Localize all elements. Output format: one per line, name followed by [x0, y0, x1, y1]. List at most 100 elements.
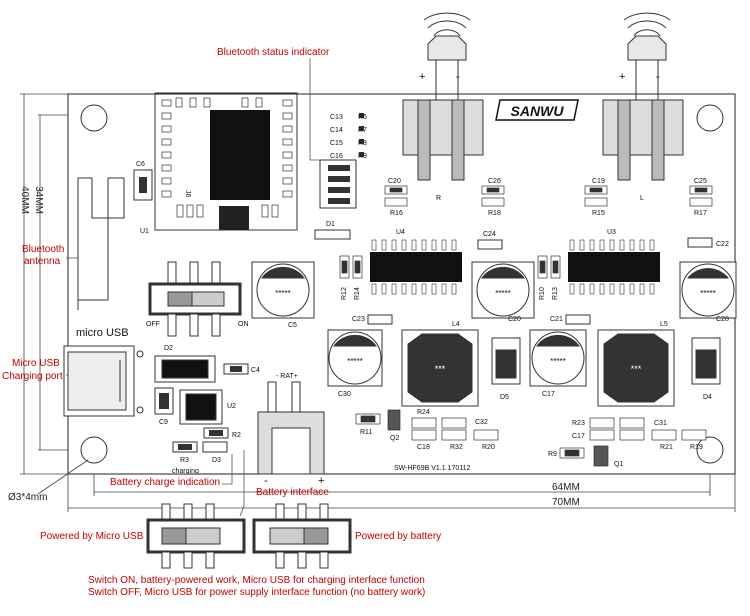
- speaker-connector-r: [402, 99, 484, 181]
- label-c28: C28: [716, 316, 729, 323]
- label-r8: R8: [358, 140, 367, 147]
- diode-d4: [691, 337, 721, 385]
- svg-text:*****: *****: [347, 357, 363, 366]
- label-r6: R6: [358, 114, 367, 121]
- power-switch-top: [148, 261, 242, 337]
- label-u2: U2: [227, 403, 236, 410]
- led-d3: [202, 441, 228, 453]
- sanwu-logo: SANWU: [495, 99, 579, 121]
- label-on: ON: [238, 321, 249, 328]
- annot-usb-port-2: Charging port: [2, 371, 63, 382]
- cap-c23: [367, 314, 393, 325]
- status-indicator-group: [319, 113, 364, 209]
- svg-text:*****: *****: [495, 289, 511, 298]
- annot-bt-status: Bluetooth status indicator: [217, 47, 330, 58]
- annot-bt-antenna-2: antenna: [24, 256, 61, 267]
- label-r9b: R9: [548, 451, 557, 458]
- label-c13: C13: [330, 114, 343, 121]
- label-c17b: C17: [572, 433, 585, 440]
- dimension-lines: [20, 93, 736, 512]
- label-r15: R15: [592, 210, 605, 217]
- smd-group-bottom-left: [355, 409, 499, 441]
- label-R: R: [436, 195, 441, 202]
- label-d2: D2: [164, 345, 173, 352]
- label-c15: C15: [330, 140, 343, 147]
- label-c31: C31: [654, 420, 667, 427]
- annot-note-off: Switch OFF, Micro USB for power supply i…: [88, 587, 425, 598]
- switch-usb-position: [146, 503, 246, 569]
- label-c6: C6: [136, 161, 145, 168]
- label-r12: R12: [341, 287, 348, 300]
- annot-battery-charge: Battery charge indication: [110, 477, 220, 488]
- battery-connector: [257, 381, 325, 475]
- svg-text:*****: *****: [550, 357, 566, 366]
- cap-c22: [687, 237, 713, 248]
- label-r16: R16: [390, 210, 403, 217]
- dim-34mm: 34MM: [33, 186, 44, 214]
- label-charging: charging: [172, 468, 199, 475]
- diode-d2: [154, 355, 216, 383]
- annot-usb-port-1: Micro USB: [12, 358, 60, 369]
- label-off: OFF: [146, 321, 160, 328]
- dim-40mm: 40MM: [19, 186, 30, 214]
- label-r20: R20: [482, 444, 495, 451]
- diode-d1: [314, 229, 351, 240]
- label-c23: C23: [352, 316, 365, 323]
- speaker-right-icon: [423, 12, 471, 100]
- cap-c9-body: [159, 393, 169, 409]
- speaker-r-minus: -: [456, 71, 460, 83]
- amplifier-ic-u3: [568, 239, 660, 295]
- smd-group-top: [384, 185, 713, 207]
- label-rat: - RAT+: [276, 373, 298, 380]
- label-c18: C18: [417, 444, 430, 451]
- label-c24: C24: [483, 231, 496, 238]
- label-d1: D1: [326, 221, 335, 228]
- capacitor-c28: *****: [679, 261, 737, 319]
- capacitor-c5: *****: [251, 261, 315, 319]
- dim-hole: Ø3*4mm: [8, 492, 47, 503]
- speaker-r-plus: +: [419, 71, 425, 83]
- capacitor-c20: *****: [471, 261, 535, 319]
- label-r10: R10: [539, 287, 546, 300]
- speaker-l-minus: -: [656, 71, 660, 83]
- annot-powered-usb: Powered by Micro USB: [40, 531, 144, 542]
- label-c26: C26: [488, 178, 501, 185]
- label-l5: L5: [660, 321, 668, 328]
- switch-battery-position: [252, 503, 352, 569]
- label-r3: R3: [180, 457, 189, 464]
- label-c22: C22: [716, 241, 729, 248]
- annot-note-on: Switch ON, battery-powered work, Micro U…: [88, 575, 425, 586]
- label-c4: C4: [251, 367, 260, 374]
- regulator-u2: [179, 389, 223, 425]
- cap-c21: [565, 314, 591, 325]
- board-model: SW-HF69B V1.1 170112: [394, 465, 471, 472]
- inductor-l5: ***: [597, 329, 675, 407]
- battery-minus: -: [264, 475, 268, 487]
- label-d5: D5: [500, 394, 509, 401]
- cap-c24: [477, 239, 503, 250]
- bt-antenna-trace: [77, 177, 125, 310]
- label-c5: C5: [288, 322, 297, 329]
- annot-battery-interface: Battery interface: [256, 487, 329, 498]
- label-r9: R9: [358, 153, 367, 160]
- label-c14: C14: [330, 127, 343, 134]
- amplifier-ic-u4: [370, 239, 462, 295]
- label-d4: D4: [703, 394, 712, 401]
- label-r21: R21: [660, 444, 673, 451]
- label-r2: R2: [232, 432, 241, 439]
- svg-text:*****: *****: [700, 289, 716, 298]
- label-r23: R23: [572, 420, 585, 427]
- dim-70mm: 70MM: [552, 497, 580, 508]
- label-d3: D3: [212, 457, 221, 464]
- svg-text:***: ***: [631, 364, 642, 374]
- label-j6: J6: [184, 190, 191, 198]
- label-c17a: C17: [542, 391, 555, 398]
- label-r18: R18: [488, 210, 501, 217]
- resistors-r12-r14: [339, 255, 561, 279]
- capacitor-c17: *****: [529, 329, 587, 387]
- label-r24: R24: [417, 409, 430, 416]
- annot-powered-battery: Powered by battery: [355, 531, 441, 542]
- label-c16: C16: [330, 153, 343, 160]
- label-r7: R7: [358, 127, 367, 134]
